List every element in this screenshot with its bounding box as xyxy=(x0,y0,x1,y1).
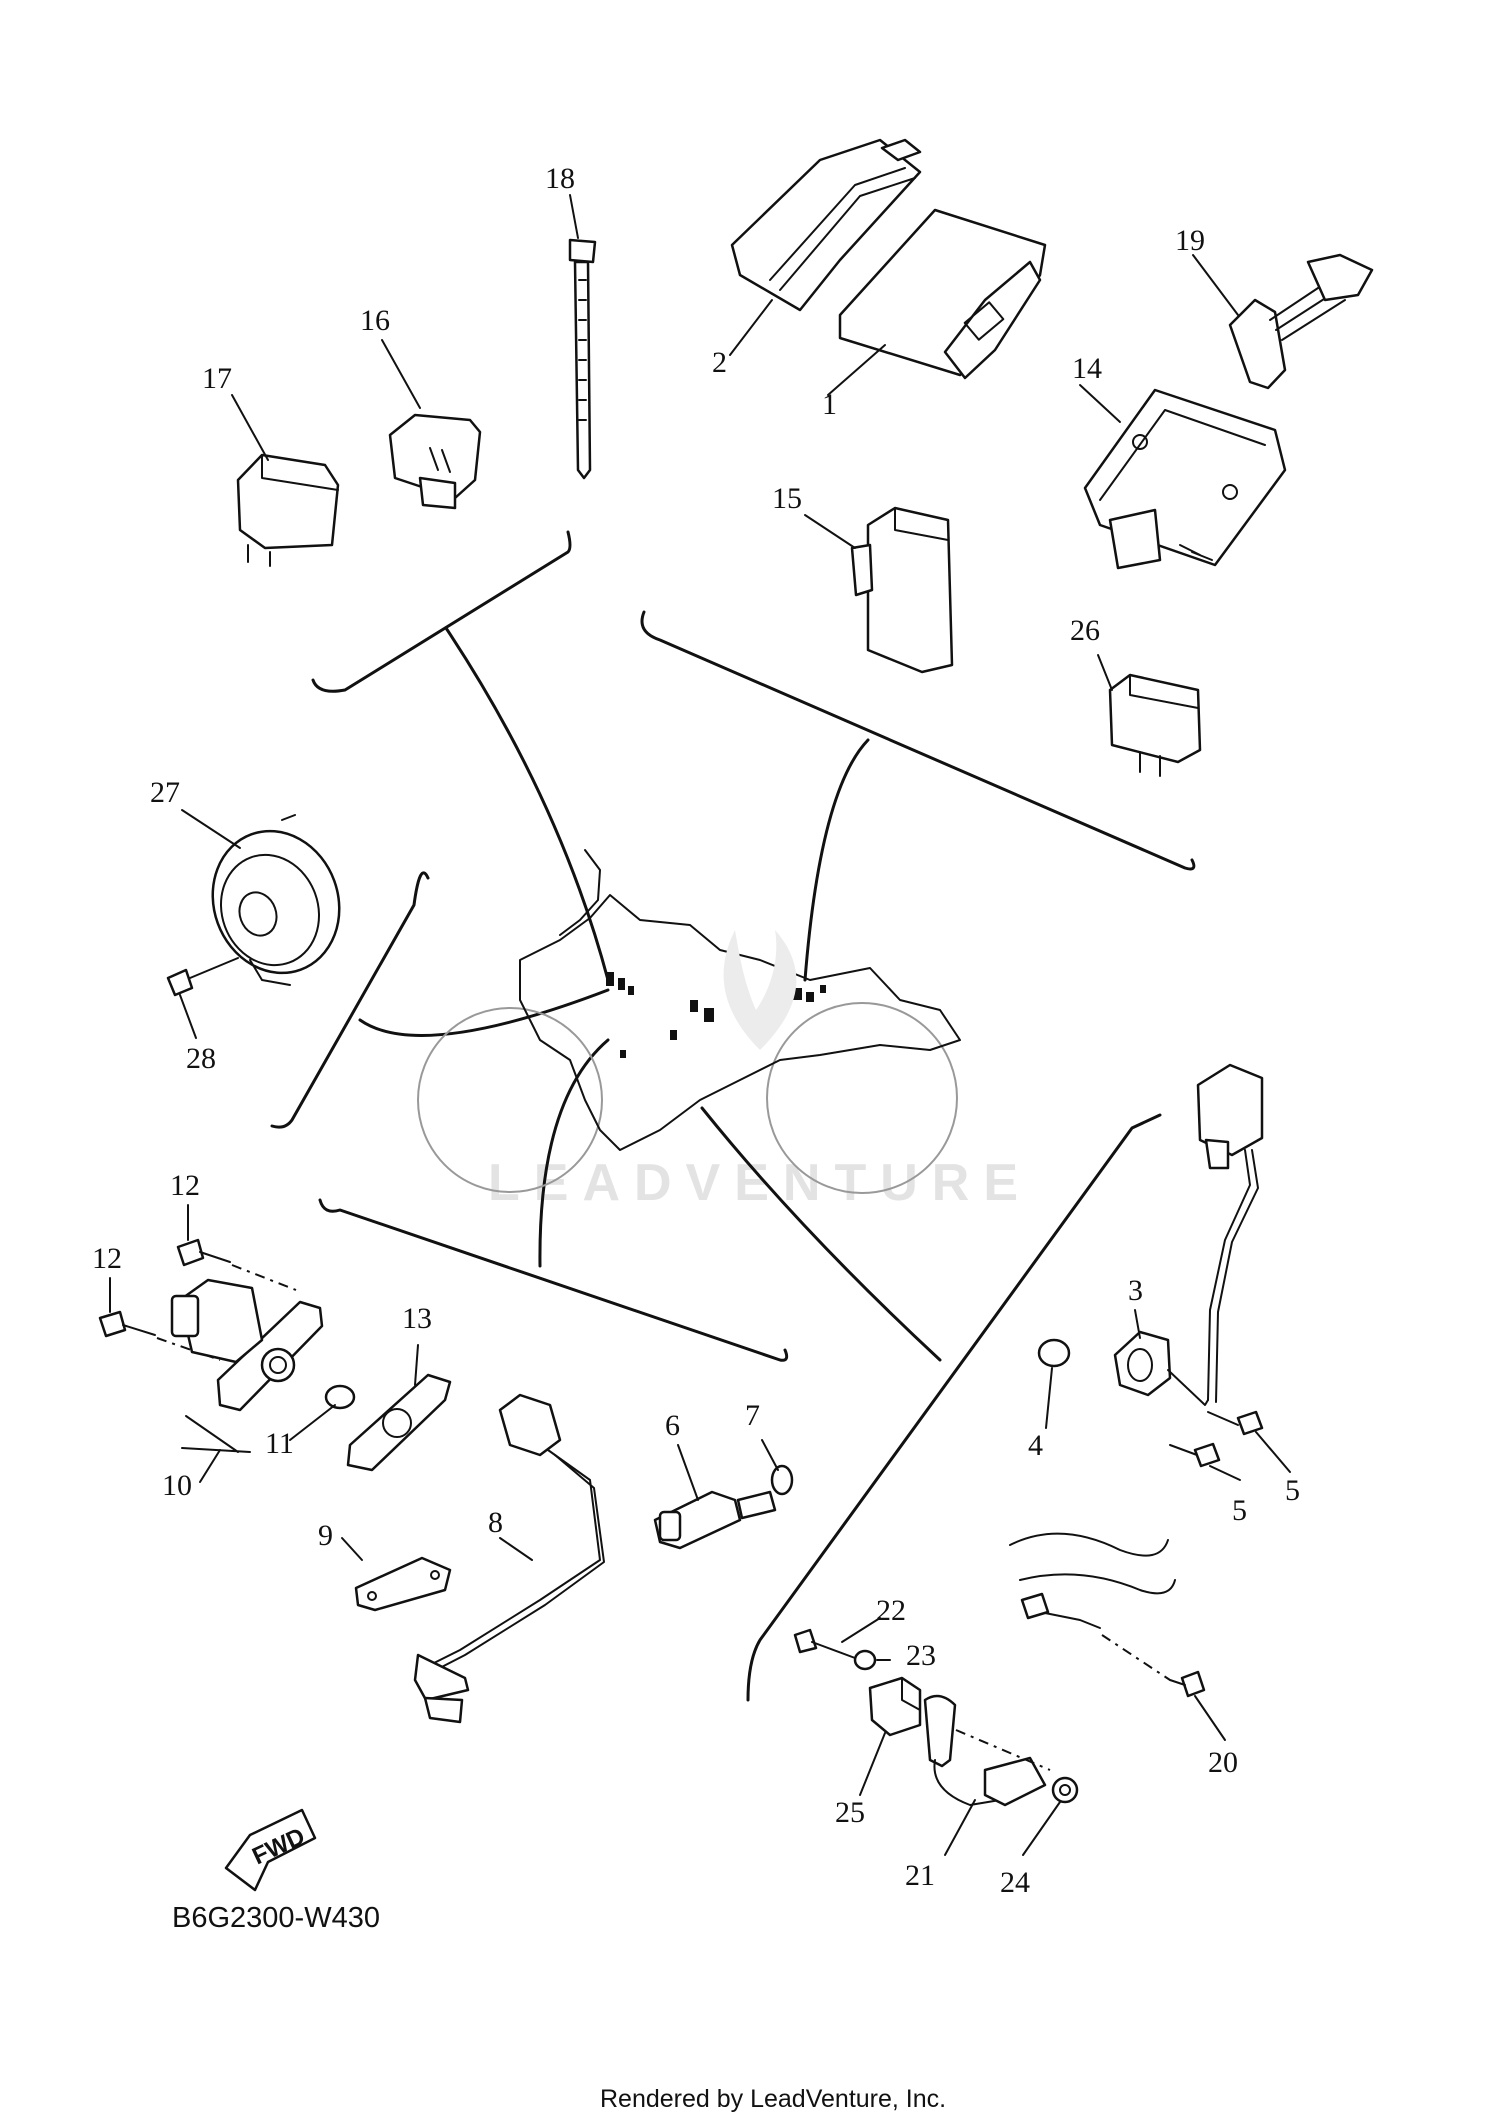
callout-12-upper: 12 xyxy=(170,1169,200,1202)
callout-14: 14 xyxy=(1072,352,1102,385)
part-21-sensor xyxy=(923,1694,1051,1807)
part-22-bolt xyxy=(793,1628,856,1659)
callout-26: 26 xyxy=(1070,614,1100,647)
callout-16: 16 xyxy=(360,304,390,337)
part-1-ecu xyxy=(838,208,1047,380)
callout-19: 19 xyxy=(1175,224,1205,257)
callout-1: 1 xyxy=(822,388,837,421)
watermark: LEADVENTURE xyxy=(488,1154,1032,1212)
part-12-bolts xyxy=(98,1238,297,1361)
callout-10: 10 xyxy=(162,1469,192,1502)
part-26-relay xyxy=(1108,673,1202,777)
footer-credit: Rendered by LeadVenture, Inc. xyxy=(600,2085,946,2113)
callout-22: 22 xyxy=(876,1594,906,1627)
part-20-bolt xyxy=(1009,1532,1206,1698)
part-25-bracket xyxy=(868,1676,922,1737)
callout-21: 21 xyxy=(905,1859,935,1892)
part-16-relay xyxy=(388,413,482,510)
part-10-isc-valve xyxy=(170,1278,324,1453)
part-18-cable-tie xyxy=(568,238,597,480)
part-3-sensor xyxy=(1113,1063,1264,1406)
callout-3: 3 xyxy=(1128,1274,1143,1307)
callout-13: 13 xyxy=(402,1302,432,1335)
part-27-horn xyxy=(211,814,341,986)
motorcycle-silhouette xyxy=(417,849,961,1194)
callout-11: 11 xyxy=(265,1427,294,1460)
diagram-code: B6G2300-W430 xyxy=(172,1902,380,1934)
part-9-bracket xyxy=(354,1556,452,1612)
callout-labels: 2 1 18 19 14 15 16 17 26 27 28 12 12 13 … xyxy=(92,162,1300,1899)
part-11-o-ring xyxy=(324,1384,356,1410)
callout-5-right: 5 xyxy=(1285,1474,1300,1507)
callout-23: 23 xyxy=(906,1639,936,1672)
part-5-bolts xyxy=(1169,1410,1264,1468)
part-15-control-unit xyxy=(850,506,954,674)
callout-12-lower: 12 xyxy=(92,1242,122,1275)
callout-leaders xyxy=(109,194,1291,1856)
callout-20: 20 xyxy=(1208,1746,1238,1779)
callout-15: 15 xyxy=(772,482,802,515)
callout-17: 17 xyxy=(202,362,232,395)
part-8-o2-sensor xyxy=(413,1393,605,1724)
part-17-relay xyxy=(236,453,340,567)
part-7-washer xyxy=(770,1464,794,1496)
part-14-regulator xyxy=(1083,388,1287,570)
callout-28: 28 xyxy=(186,1042,216,1075)
callout-6: 6 xyxy=(665,1409,680,1442)
part-2-ecu xyxy=(730,138,922,312)
callout-7: 7 xyxy=(745,1399,760,1432)
part-19-connector xyxy=(1228,253,1374,390)
callout-4: 4 xyxy=(1028,1429,1043,1462)
part-4-o-ring xyxy=(1037,1338,1071,1368)
callout-2: 2 xyxy=(712,346,727,379)
group-brackets xyxy=(270,530,1196,1702)
fwd-arrow: FWD xyxy=(224,1808,317,1892)
callout-5-left: 5 xyxy=(1232,1494,1247,1527)
part-24-nut xyxy=(1051,1776,1079,1804)
callout-8: 8 xyxy=(488,1506,503,1539)
callout-9: 9 xyxy=(318,1519,333,1552)
part-23-washer xyxy=(853,1649,877,1671)
callout-27: 27 xyxy=(150,776,180,809)
callout-24: 24 xyxy=(1000,1866,1030,1899)
part-6-switch xyxy=(653,1490,777,1550)
part-28-bolt xyxy=(166,957,239,997)
part-13-gasket xyxy=(346,1373,452,1472)
leader-curves xyxy=(358,626,942,1362)
callout-18: 18 xyxy=(545,162,575,195)
callout-25: 25 xyxy=(835,1796,865,1829)
